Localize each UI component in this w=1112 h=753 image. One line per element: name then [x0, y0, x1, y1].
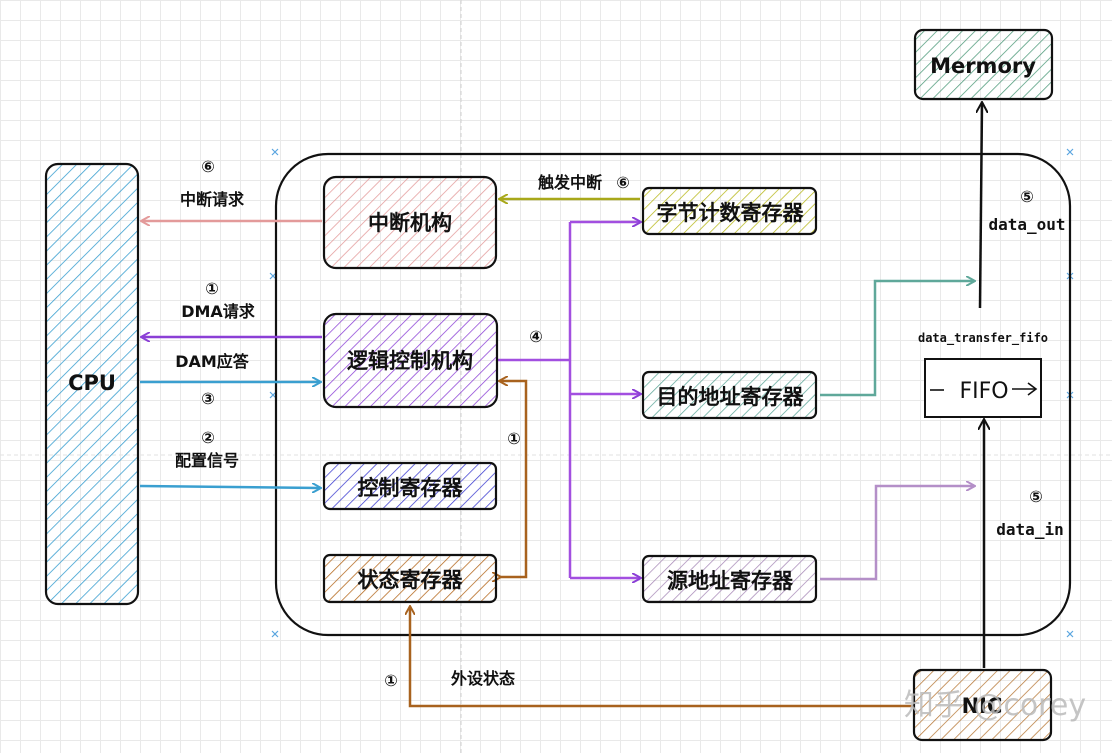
src-addr-arrow	[820, 486, 974, 581]
fifo-label: FIFO	[959, 379, 1008, 404]
memory-label: Mermory	[930, 54, 1036, 78]
dma-request-step-number: ①	[205, 279, 219, 298]
cpu-block[interactable]: CPU	[44, 162, 140, 606]
logic-out-step-number: ④	[529, 327, 543, 346]
src-address-register-block[interactable]: 源地址寄存器	[641, 554, 818, 604]
data-out-arrow	[980, 103, 982, 309]
logic-control-label: 逻辑控制机构	[347, 349, 473, 373]
status-register-label: 状态寄存器	[358, 568, 464, 592]
logic-control-block[interactable]: 逻辑控制机构	[322, 312, 499, 409]
config-label: 配置信号	[175, 451, 239, 470]
dam-ack-step-number: ③	[201, 389, 215, 408]
nic-label: NIC	[962, 694, 1003, 718]
data-in-label: data_in	[996, 520, 1063, 539]
irq-step-number: ⑥	[201, 157, 215, 176]
control-register-block[interactable]: 控制寄存器	[322, 461, 498, 511]
config-step-number: ②	[201, 428, 215, 447]
fifo-exit-arrowhead	[1027, 382, 1038, 396]
status-logic-arrow	[500, 381, 528, 577]
fifo-block[interactable]: FIFO	[924, 358, 1042, 418]
irq-label: 中断请求	[180, 190, 245, 209]
trigger-interrupt-step-number: ⑥	[616, 173, 630, 192]
interrupt-unit-block[interactable]: 中断机构	[322, 175, 498, 270]
byte-counter-register-block[interactable]: 字节计数寄存器	[641, 186, 818, 236]
dam-ack-label: DAM应答	[175, 352, 250, 371]
src-address-register-label: 源地址寄存器	[667, 569, 794, 593]
status-register-block[interactable]: 状态寄存器	[322, 553, 498, 604]
interrupt-unit-label: 中断机构	[368, 211, 452, 235]
peripheral-status-label: 外设状态	[450, 669, 515, 688]
byte-counter-register-label: 字节计数寄存器	[657, 201, 805, 225]
fifo-name-label: data_transfer_fifo	[918, 331, 1048, 346]
dma-controller-frame	[274, 152, 1072, 637]
dma-request-label: DMA请求	[181, 302, 256, 321]
nic-block[interactable]: NIC	[912, 668, 1053, 742]
dest-address-register-label: 目的地址寄存器	[657, 385, 805, 409]
data-out-step-number: ⑤	[1020, 187, 1034, 206]
control-register-label: 控制寄存器	[358, 476, 464, 500]
data-in-step-number: ⑤	[1029, 487, 1043, 506]
logic-bus-arrows	[498, 222, 640, 578]
dest-address-register-block[interactable]: 目的地址寄存器	[641, 370, 818, 420]
peripheral-step-number: ①	[384, 671, 398, 690]
peripheral-status-arrow	[410, 607, 914, 708]
trigger-interrupt-label: 触发中断	[537, 173, 602, 192]
config-arrow	[139, 486, 320, 488]
memory-block[interactable]: Mermory	[913, 28, 1054, 101]
dest-addr-arrow	[820, 281, 974, 397]
cpu-label: CPU	[68, 371, 116, 395]
data-out-label: data_out	[988, 215, 1065, 234]
status-step-number: ①	[507, 429, 521, 448]
watermark: 知乎 @corey	[904, 688, 1086, 723]
